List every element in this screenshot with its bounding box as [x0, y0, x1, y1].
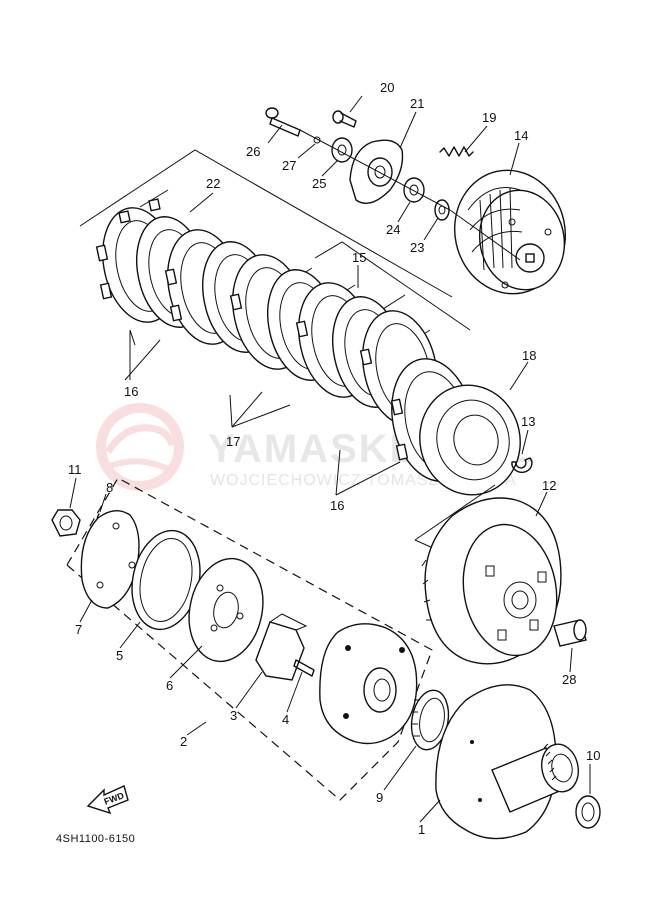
callout-20: 20 [380, 80, 394, 95]
clutch-weight [255, 613, 308, 681]
callout-18: 18 [522, 348, 536, 363]
needle-bearing [410, 689, 450, 751]
sleeve-icon [553, 619, 587, 647]
cover-plate [80, 510, 140, 609]
callout-6: 6 [166, 678, 173, 693]
callout-2: 2 [180, 734, 187, 749]
circlip-icon [511, 457, 533, 473]
leader-lines [69, 95, 591, 823]
callout-28: 28 [562, 672, 576, 687]
callout-12: 12 [542, 478, 556, 493]
callout-13: 13 [521, 414, 535, 429]
callout-21: 21 [410, 96, 424, 111]
callout-5: 5 [116, 648, 123, 663]
drive-plate [188, 557, 264, 663]
callout-24: 24 [386, 222, 400, 237]
clutch-carrier [319, 623, 418, 745]
callout-4: 4 [282, 712, 289, 727]
callout-23: 23 [410, 240, 424, 255]
callout-1: 1 [418, 822, 425, 837]
callout-11: 11 [68, 462, 82, 477]
callout-27: 27 [282, 158, 296, 173]
callout-19: 19 [482, 110, 496, 125]
watermark-logo-icon [96, 403, 184, 491]
bolt-icon [332, 110, 357, 128]
clutch-boss-housing [453, 169, 567, 295]
callout-26: 26 [246, 144, 260, 159]
o-ring-icon [313, 136, 321, 144]
callout-15: 15 [352, 250, 366, 265]
diagram-code: 4SH1100-6150 [56, 833, 135, 845]
callout-7: 7 [75, 622, 82, 637]
spring-icon [439, 146, 474, 157]
watermark: YAMASKLEP.PL WOJCIECHOWICZ TOMASZ YAMAHA [96, 403, 535, 491]
bearing-icon [403, 177, 425, 203]
callouts: 1 2 3 4 5 6 7 8 9 10 11 12 13 14 15 16 1… [68, 80, 600, 837]
callout-17: 17 [226, 434, 240, 449]
primary-drive-shaft [435, 684, 580, 840]
callout-14: 14 [514, 128, 528, 143]
friction-ring [131, 529, 201, 631]
callout-9: 9 [376, 790, 383, 805]
bearing-icon [331, 137, 353, 163]
callout-3: 3 [230, 708, 237, 723]
callout-8: 8 [106, 480, 113, 495]
nut-icon [51, 509, 81, 537]
callout-16-lower: 16 [330, 498, 344, 513]
housing-bracket [414, 484, 496, 541]
callout-22: 22 [206, 176, 220, 191]
bolt-icon [265, 107, 301, 137]
clutch-housing [421, 497, 562, 665]
pressure-plate [419, 384, 521, 496]
callout-10: 10 [586, 748, 600, 763]
callout-25: 25 [312, 176, 326, 191]
washer-icon [575, 795, 601, 829]
push-plate [349, 139, 404, 204]
forward-arrow-icon: FWD [86, 785, 129, 815]
callout-16-upper: 16 [124, 384, 138, 399]
pin-icon [293, 659, 315, 677]
